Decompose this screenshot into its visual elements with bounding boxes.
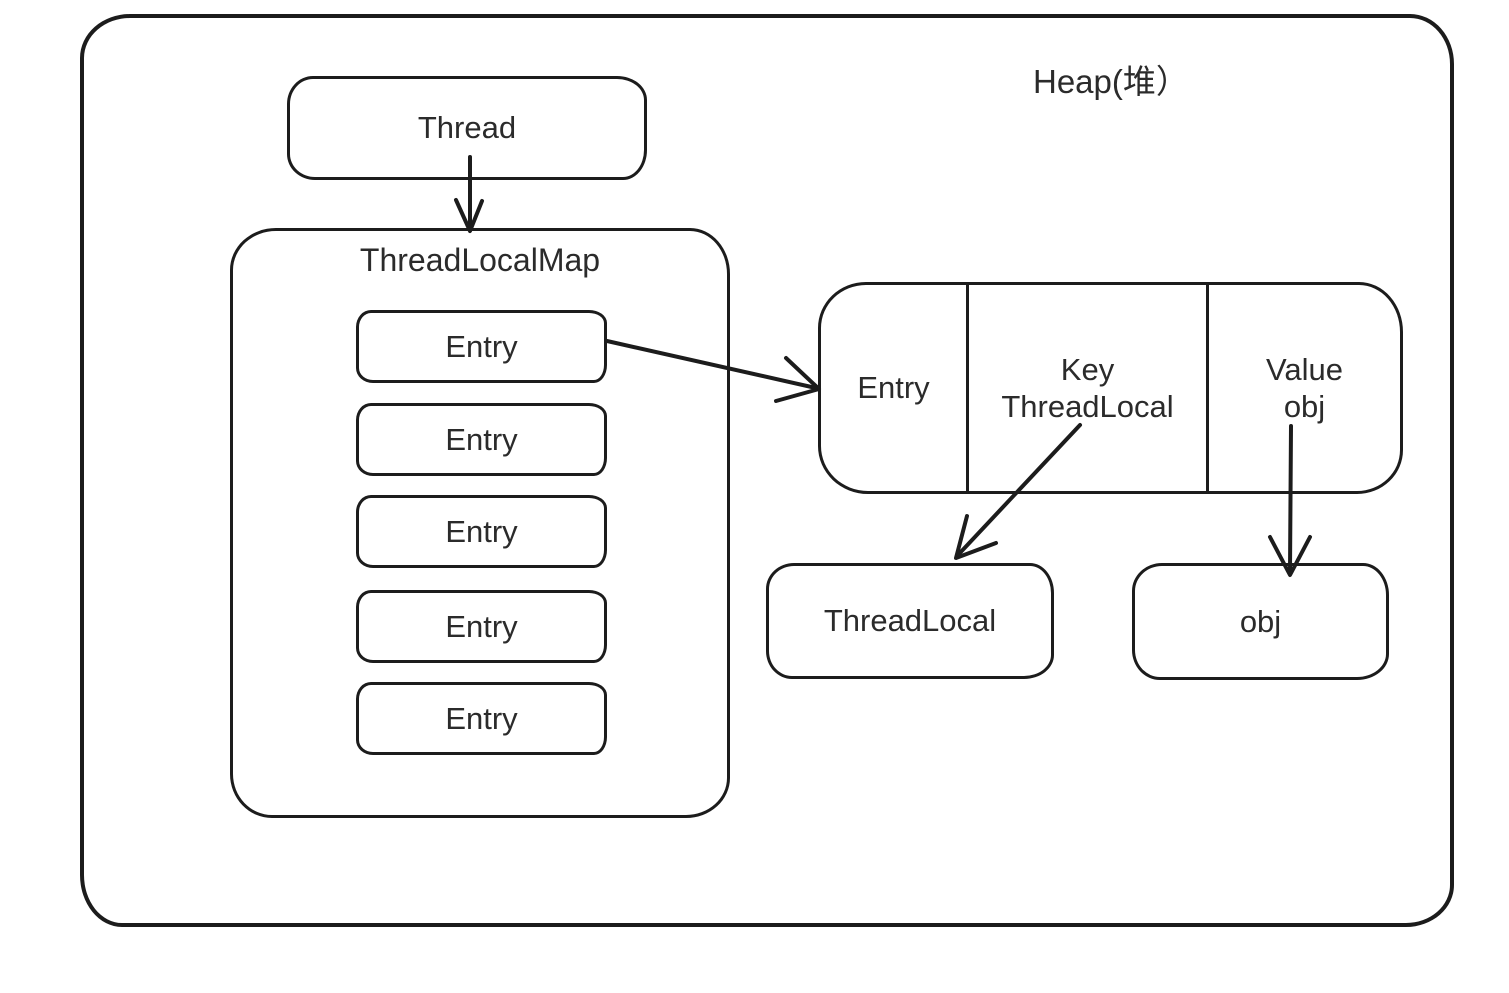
- entry-record-box: Entry Key ThreadLocal Value obj: [818, 282, 1403, 494]
- obj-label: obj: [1239, 603, 1282, 639]
- record-value-cell: Value obj: [1206, 285, 1400, 491]
- map-entry-label: Entry: [445, 700, 518, 736]
- map-entry-label: Entry: [445, 421, 518, 457]
- map-entry-box: Entry: [356, 495, 607, 568]
- threadlocal-box: ThreadLocal: [766, 563, 1054, 679]
- map-entry-label: Entry: [445, 328, 518, 364]
- threadlocalmap-title: ThreadLocalMap: [359, 242, 601, 278]
- map-entry-box: Entry: [356, 590, 607, 663]
- record-key-line2: ThreadLocal: [1001, 389, 1174, 424]
- record-value-line1: Value: [1266, 351, 1343, 387]
- threadlocalmap-container-box: ThreadLocalMap: [230, 228, 730, 818]
- thread-label: Thread: [417, 110, 517, 146]
- record-key-line1: Key: [1060, 351, 1115, 387]
- thread-box: Thread: [287, 76, 647, 180]
- obj-box: obj: [1132, 563, 1389, 680]
- heap-title: Heap(堆）: [1033, 63, 1189, 100]
- threadlocal-label: ThreadLocal: [823, 603, 997, 639]
- record-entry-label: Entry: [857, 370, 930, 406]
- map-entry-box: Entry: [356, 682, 607, 755]
- record-value-line2: obj: [1283, 389, 1326, 424]
- record-entry-cell: Entry: [821, 285, 966, 491]
- heap-container-box: [80, 14, 1454, 927]
- map-entry-box: Entry: [356, 403, 607, 476]
- map-entry-box: Entry: [356, 310, 607, 383]
- map-entry-label: Entry: [445, 608, 518, 644]
- map-entry-label: Entry: [445, 513, 518, 549]
- record-key-cell: Key ThreadLocal: [966, 285, 1206, 491]
